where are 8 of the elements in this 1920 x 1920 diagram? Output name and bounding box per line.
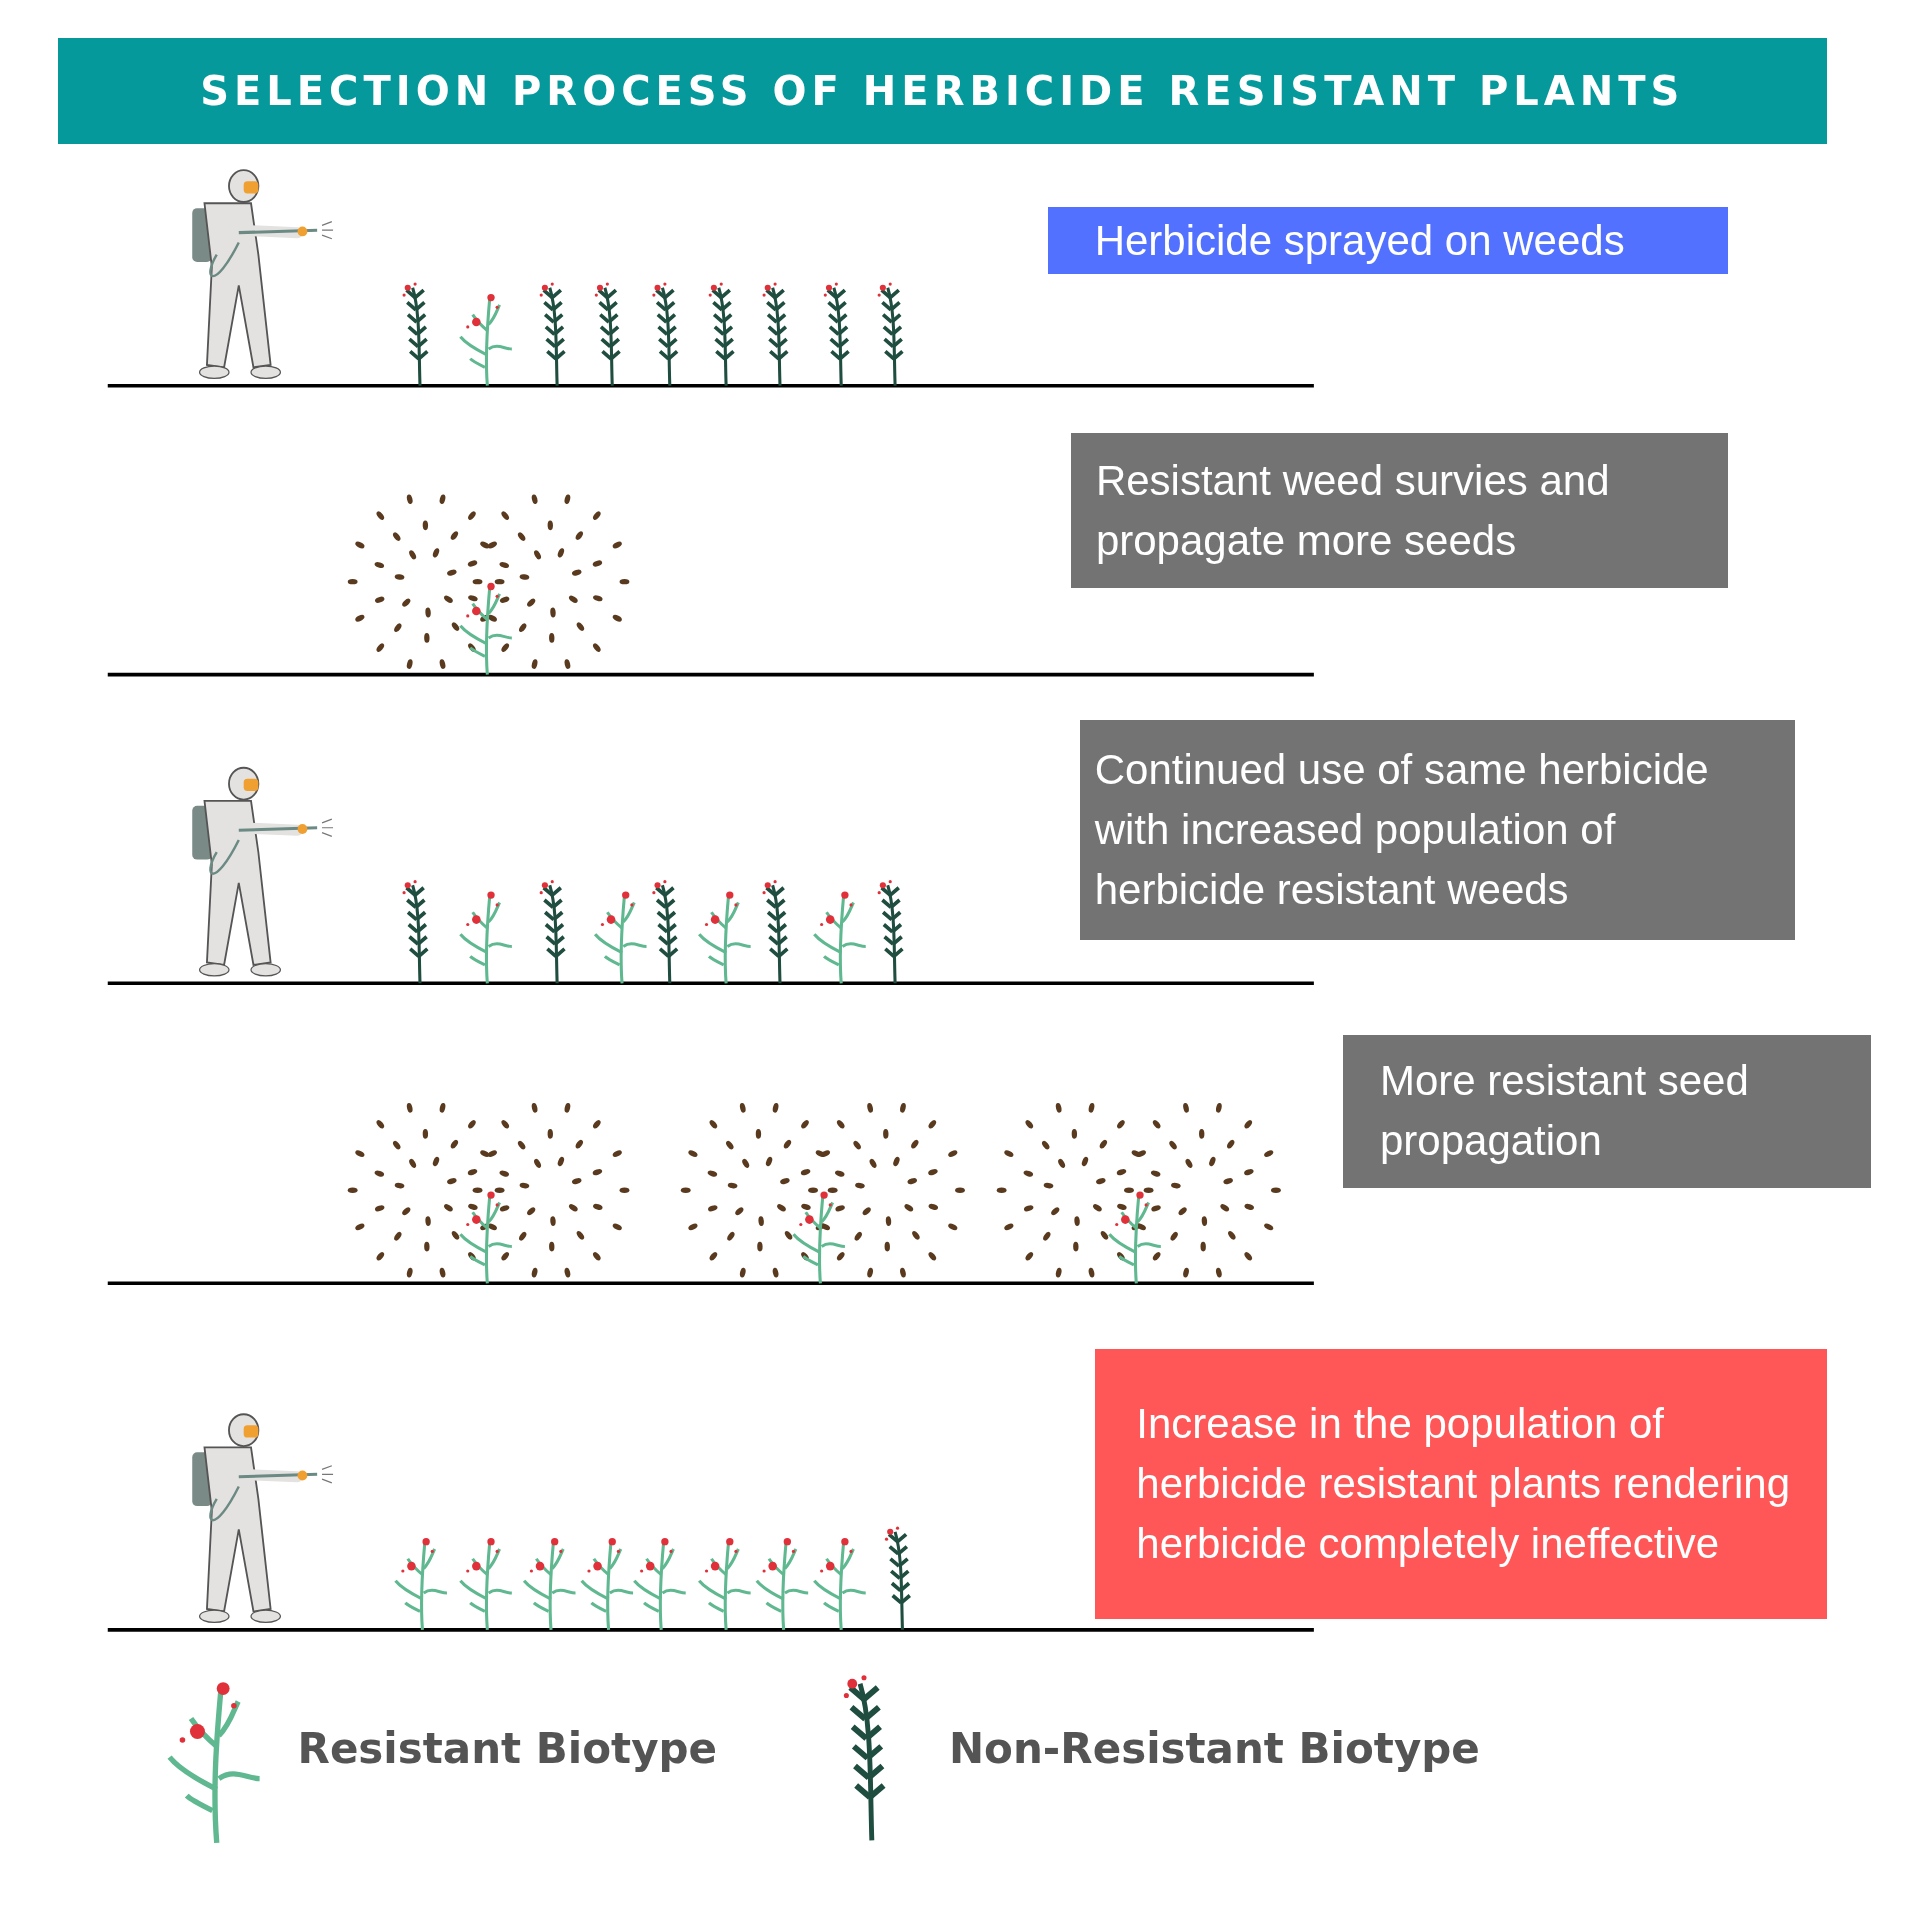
title-banner: SELECTION PROCESS OF HERBICIDE RESISTANT PLANTS xyxy=(57,37,1827,145)
step-label: Increase in the population of herbicide resistant plants rendering herbicide completely ineffective xyxy=(1094,1349,1827,1619)
step-label: Continued use of same herbicide with increased population of herbicide resistant weeds xyxy=(1080,720,1796,941)
legend-label: Resistant Biotype xyxy=(297,1724,718,1774)
step-label: More resistant seed propagation xyxy=(1343,1034,1871,1188)
step-label: Herbicide sprayed on weeds xyxy=(1048,206,1728,275)
legend-label: Non-Resistant Biotype xyxy=(948,1724,1480,1774)
step-label: Resistant weed survies and propagate more seeds xyxy=(1071,433,1728,588)
